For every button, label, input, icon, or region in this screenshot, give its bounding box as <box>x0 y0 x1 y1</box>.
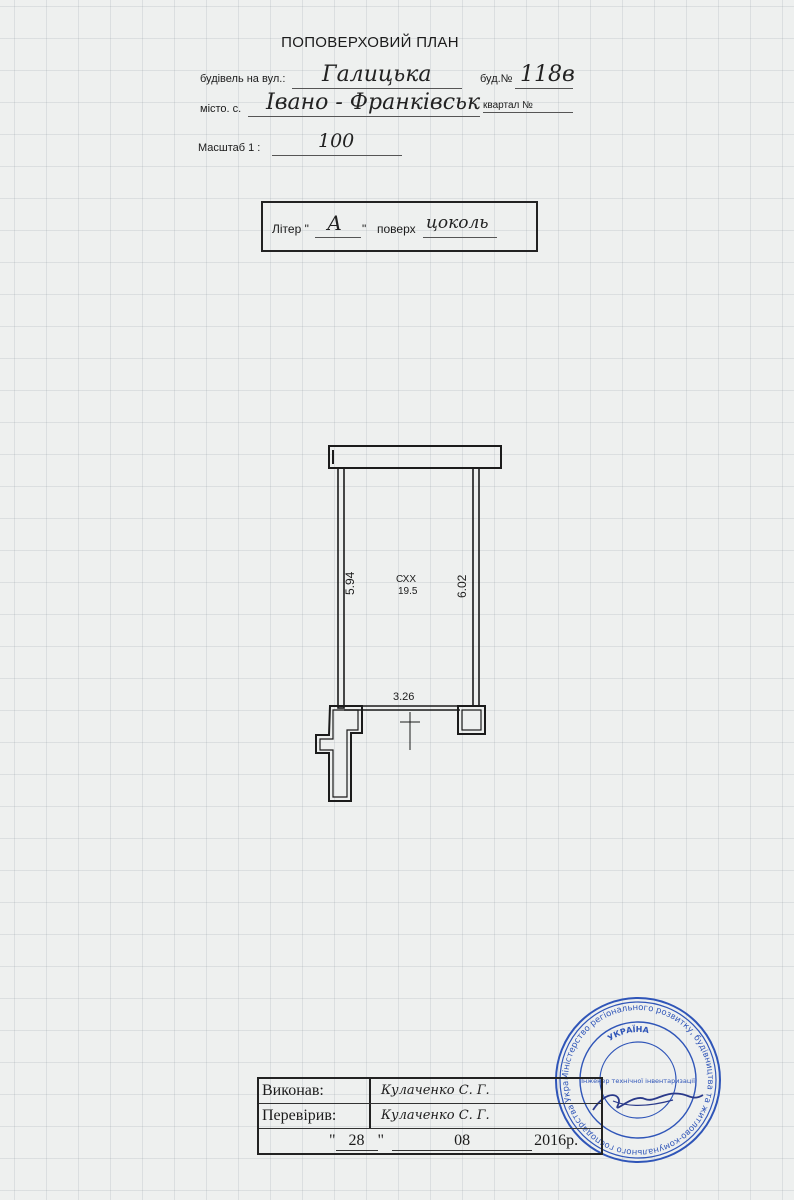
date-open-quote: " <box>329 1132 336 1149</box>
floor-underline <box>423 237 497 238</box>
width-dimension: 3.26 <box>393 691 415 703</box>
signature-scribble <box>592 1092 704 1111</box>
plan-pillar <box>457 705 486 735</box>
liter-underline <box>315 237 361 238</box>
scale-underline <box>272 155 402 156</box>
quarter-underline <box>483 112 573 113</box>
stamp-center-text: Інженер технічної інвентаризації <box>581 1077 695 1085</box>
svg-text:УКРАЇНА: УКРАЇНА <box>606 1024 650 1043</box>
street-label: будівель на вул.: <box>200 73 286 85</box>
room-code: СХХ <box>396 574 416 585</box>
city-value: Івано - Франківськ <box>266 90 481 115</box>
date-month: 08 <box>392 1132 533 1151</box>
date-row: " 28 " 08 2016р. <box>259 1129 601 1153</box>
liter-label: Літер " <box>272 222 309 236</box>
checked-row: Перевірив: Кулаченко С. Г. <box>259 1104 601 1129</box>
plan-right-wall <box>472 467 480 707</box>
left-dimension: 5.94 <box>343 571 357 595</box>
signature-table: Виконав: Кулаченко С. Г. Перевірив: Кула… <box>257 1077 603 1155</box>
street-underline <box>292 88 462 89</box>
city-underline <box>248 116 480 117</box>
performed-label: Виконав: <box>259 1079 371 1103</box>
building-label: буд.№ <box>480 73 513 85</box>
liter-value: А <box>327 211 343 235</box>
scale-value: 100 <box>318 130 355 152</box>
room-area: 19.5 <box>398 586 418 597</box>
scale-label: Масштаб 1 : <box>198 142 261 154</box>
official-stamp: Міністерство регіонального розвитку, буд… <box>553 995 721 1163</box>
plan-top-wall <box>328 445 502 469</box>
performed-row: Виконав: Кулаченко С. Г. <box>259 1079 601 1104</box>
floor-plan-drawing <box>315 445 502 802</box>
right-dimension: 6.02 <box>455 574 469 598</box>
liter-close-quote: " <box>362 222 367 236</box>
floor-value: цоколь <box>426 213 489 233</box>
date-day: 28 <box>335 1132 378 1151</box>
quarter-label: квартал № <box>483 100 533 111</box>
plan-left-wall <box>337 467 345 709</box>
building-value: 118в <box>520 62 575 87</box>
page-title: ПОПОВЕРХОВИЙ ПЛАН <box>281 34 459 51</box>
street-value: Галицька <box>322 62 432 87</box>
performed-value: Кулаченко С. Г. <box>381 1083 490 1098</box>
liter-box: Літер " А " поверх цоколь <box>261 201 538 252</box>
plan-stair-block <box>315 705 363 802</box>
date-close-quote: " <box>377 1132 385 1149</box>
checked-value: Кулаченко С. Г. <box>381 1108 490 1123</box>
building-underline <box>515 88 573 89</box>
date-year: 2016р. <box>534 1132 579 1149</box>
stamp-inner-text: УКРАЇНА <box>606 1024 650 1043</box>
floor-label: поверх <box>377 222 416 236</box>
checked-label: Перевірив: <box>259 1104 371 1128</box>
city-label: місто. с. <box>200 103 242 115</box>
